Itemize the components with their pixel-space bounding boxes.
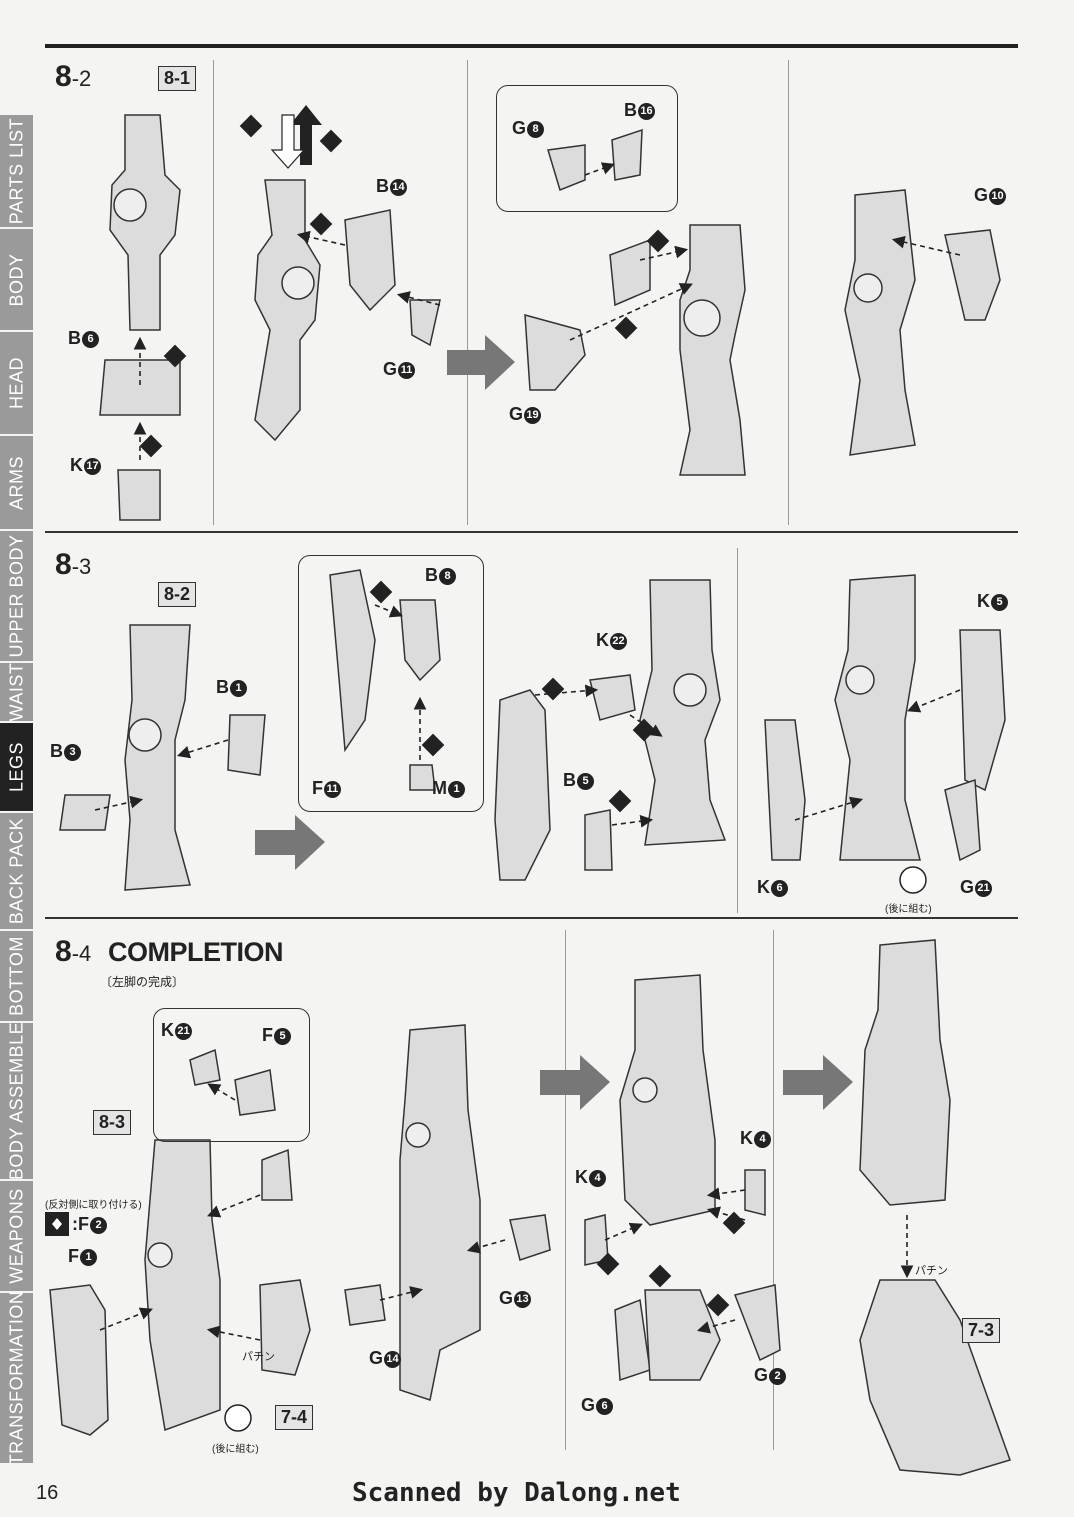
section-divider [45,917,1018,919]
panel-divider [213,60,214,525]
reference-box: 8-3 [93,1110,132,1135]
reference-box: 7-4 [275,1405,314,1430]
snap-note: パチン [242,1351,275,1363]
step-label-8-4: 8-4 [55,935,92,968]
opposite-side-note: (反対側に取り付ける) [45,1200,142,1211]
reference-box: 8-1 [158,66,197,91]
reference-box: 7-3 [962,1318,1001,1343]
panel-divider [737,548,738,913]
panel-divider [773,930,774,1450]
tab-weapons[interactable]: WEAPONS [0,1181,33,1293]
tab-parts-list[interactable]: PARTS LIST [0,115,33,229]
panel-divider [788,60,789,525]
tab-body[interactable]: BODY [0,229,33,332]
later-note: (後に組む) [212,1444,259,1455]
panel-divider [467,60,468,525]
panel-divider [565,930,566,1450]
sidebar-tabs: PARTS LIST BODY HEAD ARMS UPPER BODY WAI… [0,115,33,1465]
tab-transformation[interactable]: TRANSFORMATION [0,1291,33,1465]
completion-title: COMPLETION [108,937,284,967]
detail-callout [153,1008,310,1142]
scan-credit: Scanned by Dalong.net [352,1478,681,1508]
later-note: (後に組む) [885,904,932,915]
tab-arms[interactable]: ARMS [0,436,33,531]
tab-upper-body[interactable]: UPPER BODY [0,531,33,663]
tab-waist[interactable]: WAIST [0,663,33,723]
section-divider [45,531,1018,533]
tab-back-pack[interactable]: BACK PACK [0,813,33,931]
tab-body-assemble[interactable]: BODY ASSEMBLE [0,1022,33,1181]
detail-callout [496,85,678,212]
snap-note: パチン [915,1265,948,1277]
completion-subtitle: 〔左脚の完成〕 [100,975,185,989]
tab-legs[interactable]: LEGS [0,723,33,813]
tab-bottom[interactable]: BOTTOM [0,931,33,1023]
reference-box: 8-2 [158,582,197,607]
tab-head[interactable]: HEAD [0,332,33,436]
step-label-8-3: 8-3 [55,548,92,581]
step-label-8-2: 8-2 [55,60,92,93]
top-rule [45,44,1018,48]
page-number: 16 [36,1482,59,1504]
detail-callout [298,555,484,812]
